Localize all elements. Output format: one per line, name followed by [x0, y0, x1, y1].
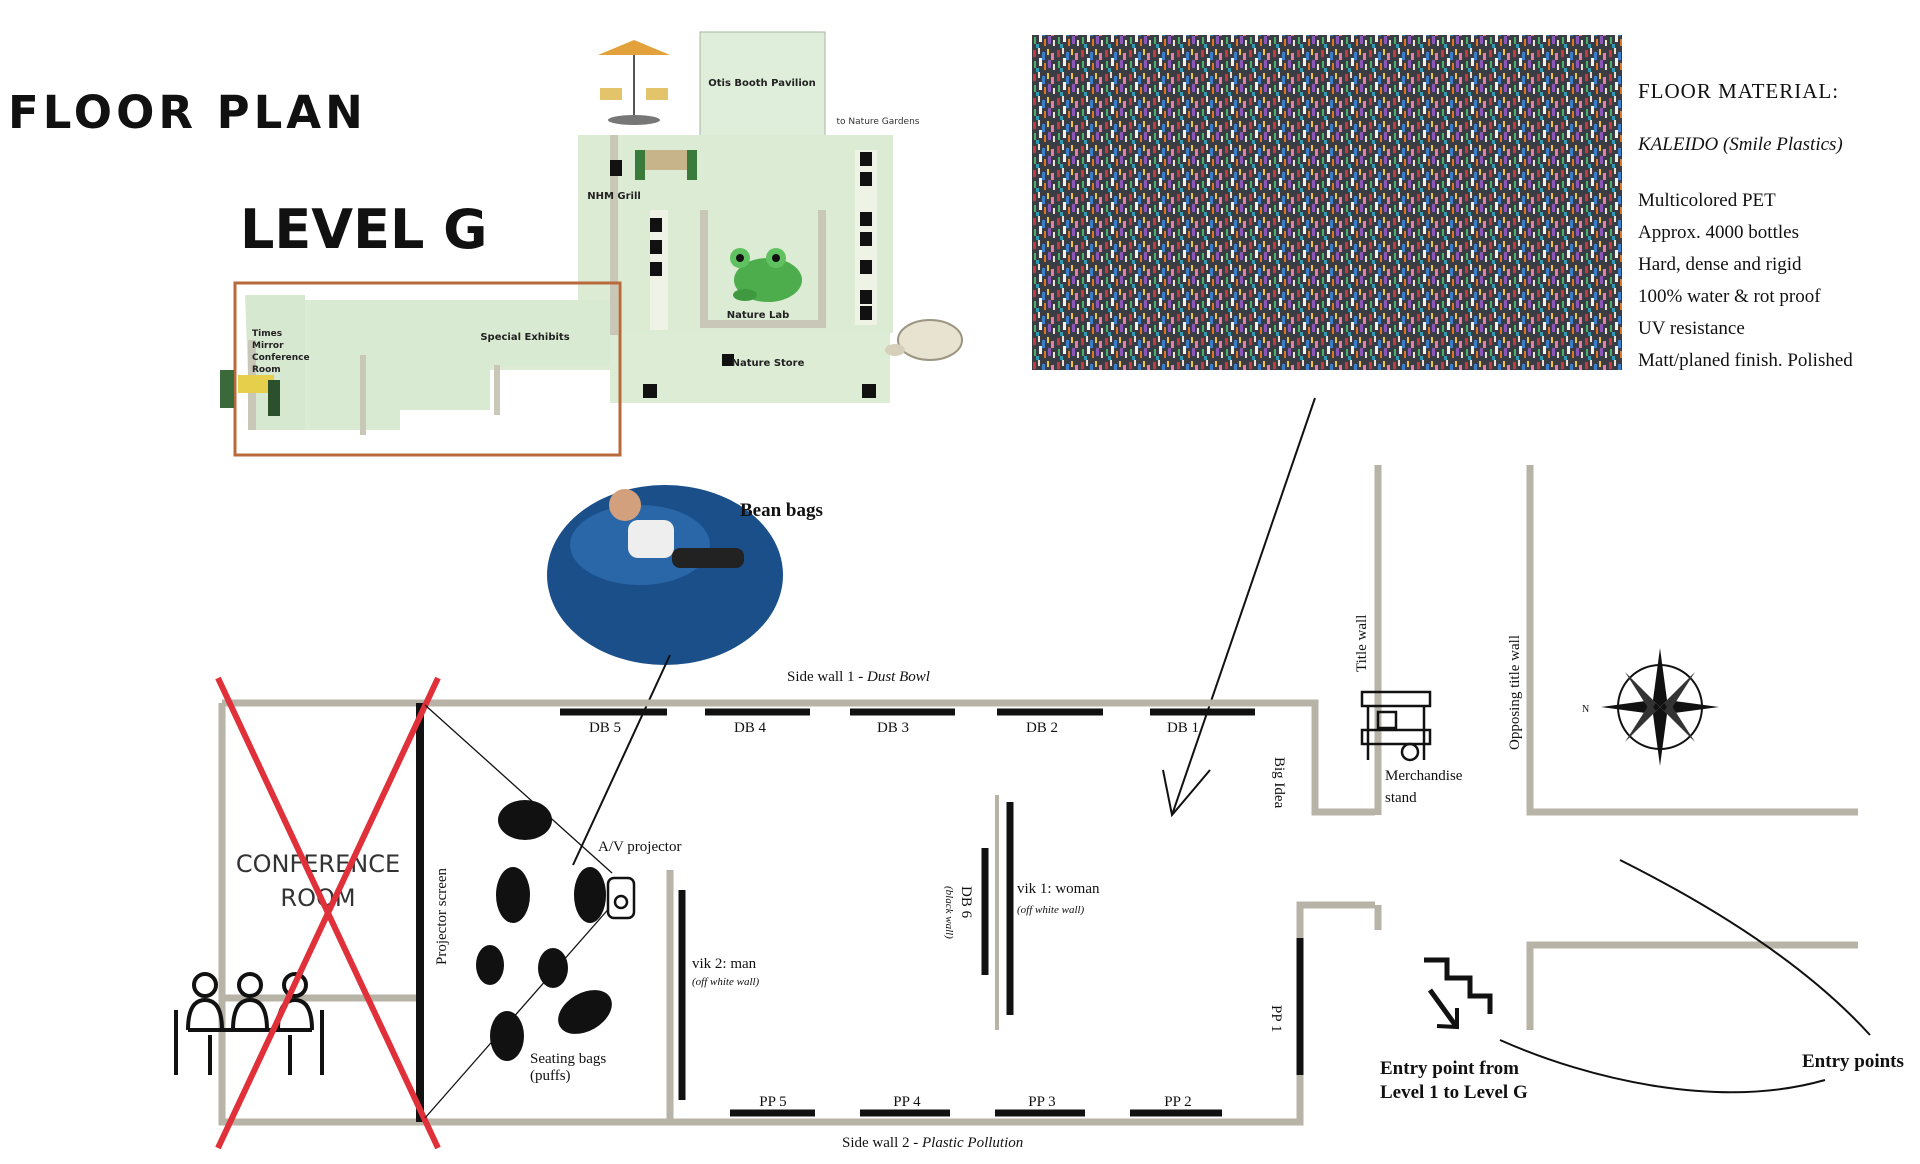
seating-bag	[538, 948, 568, 988]
pp-boards	[678, 802, 1304, 1117]
map-label-times-3: Conference	[252, 353, 310, 363]
av-projector-label: A/V projector	[598, 839, 681, 855]
av-projector-icon	[606, 876, 636, 920]
bean-bags-label: Bean bags	[740, 500, 823, 521]
material-prop: 100% water & rot proof	[1638, 286, 1821, 307]
seating-bag	[574, 867, 606, 923]
merch-label-1: Merchandise	[1385, 768, 1463, 784]
material-prop: Multicolored PET	[1638, 190, 1776, 211]
seating-bag	[496, 867, 530, 923]
title-wall-label: Title wall	[1354, 615, 1370, 672]
material-name: KALEIDO (Smile Plastics)	[1637, 134, 1843, 155]
pp-label: PP 2	[1164, 1094, 1191, 1110]
db6-label: DB 6	[958, 886, 974, 919]
conference-people-icon	[174, 972, 324, 1075]
seating-bag	[498, 800, 552, 840]
frog-icon	[730, 248, 802, 302]
vik2-label: vik 2: man	[692, 956, 757, 972]
crossed-out-mark	[215, 676, 441, 1150]
db-label: DB 2	[1026, 720, 1058, 736]
map-label-otis: Otis Booth Pavilion	[708, 78, 816, 89]
vik1-sub: (off white wall)	[1017, 904, 1085, 916]
seating-bag	[558, 990, 612, 1034]
store-icon	[722, 354, 734, 366]
entry-from-label-1: Entry point from	[1380, 1058, 1519, 1079]
entry-from-label-2: Level 1 to Level G	[1380, 1082, 1528, 1103]
entry-pointer-curves	[1499, 859, 1871, 1094]
map-label-special: Special Exhibits	[480, 332, 569, 343]
big-idea-label: Big Idea	[1271, 757, 1287, 809]
compass-icon: N	[1582, 648, 1719, 766]
db-label: DB 3	[877, 720, 909, 736]
map-label-grill: NHM Grill	[587, 191, 641, 202]
merch-label-2: stand	[1385, 790, 1417, 806]
conference-label-1: CONFERENCE	[236, 850, 400, 878]
vik2-sub: (off white wall)	[692, 976, 760, 988]
umbrella-table-icon	[598, 40, 670, 125]
stairs-down-icon	[1424, 957, 1493, 1030]
pp-label: PP 4	[893, 1094, 921, 1110]
projection-lines	[424, 704, 613, 1119]
bean-bag-photo	[547, 485, 783, 665]
opposing-title-wall-label: Opposing title wall	[1507, 635, 1523, 750]
pp-label: PP 3	[1028, 1094, 1055, 1110]
side-wall-1-label: Side wall 1 - Dust Bowl	[787, 669, 930, 685]
material-prop: Matt/planed finish. Polished	[1638, 350, 1853, 371]
tortoise-icon	[885, 319, 963, 361]
map-label-nature-gardens: to Nature Gardens	[837, 117, 920, 127]
map-label-times-1: Times	[252, 329, 282, 339]
projector-screen-label: Projector screen	[434, 867, 450, 965]
seating-label-1: Seating bags	[530, 1051, 606, 1067]
map-label-nature-lab: Nature Lab	[727, 310, 790, 321]
material-heading: FLOOR MATERIAL:	[1638, 79, 1839, 103]
map-label-times-4: Room	[252, 365, 281, 375]
level-g-map: Otis Booth Pavilion to Nature Gardens NH…	[220, 31, 963, 457]
seating-bag	[490, 1011, 524, 1061]
map-conference-table-icon	[220, 370, 280, 416]
stairs-icons	[643, 384, 876, 398]
db-label: DB 4	[734, 720, 767, 736]
grill-table-icon	[635, 150, 697, 180]
db6-sub: (black wall)	[943, 886, 955, 939]
map-label-times-2: Mirror	[252, 341, 284, 351]
merchandise-stand-icon	[1360, 690, 1432, 762]
map-label-nature-store: Nature Store	[732, 358, 805, 369]
pp1-label: PP 1	[1268, 1005, 1284, 1032]
page-title: FLOOR PLAN	[8, 86, 367, 139]
bean-bag-pointer	[572, 654, 671, 866]
seating-bag	[476, 945, 504, 985]
vik1-label: vik 1: woman	[1017, 881, 1100, 897]
seating-bags	[476, 800, 612, 1061]
side-wall-2-label: Side wall 2 - Plastic Pollution	[842, 1135, 1023, 1151]
material-prop: UV resistance	[1638, 318, 1745, 339]
material-prop: Hard, dense and rigid	[1638, 254, 1802, 275]
entry-points-label: Entry points	[1802, 1051, 1904, 1072]
compass-n-label: N	[1582, 704, 1589, 715]
material-prop: Approx. 4000 bottles	[1638, 222, 1799, 243]
db-label: DB 5	[589, 720, 621, 736]
pp-label: PP 5	[759, 1094, 786, 1110]
restroom-icons	[610, 152, 872, 320]
kaleido-material-swatch	[1032, 35, 1622, 370]
level-title: LEVEL G	[240, 198, 488, 261]
material-info: FLOOR MATERIAL: KALEIDO (Smile Plastics)…	[1637, 79, 1853, 371]
seating-label-2: (puffs)	[530, 1068, 571, 1084]
gallery-walls	[218, 465, 1858, 1126]
material-pointer-arrow	[1162, 397, 1316, 818]
db-label: DB 1	[1167, 720, 1199, 736]
